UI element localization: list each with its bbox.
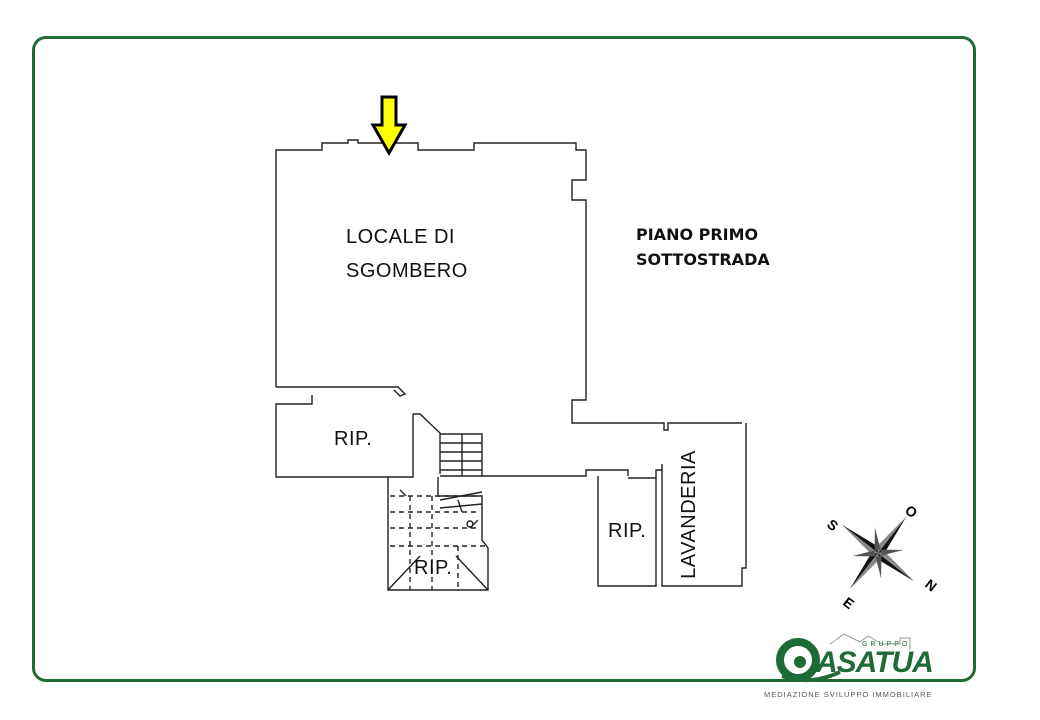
floor-title-line1: PIANO PRIMO [636, 225, 759, 244]
wall-corridor [413, 413, 441, 474]
locale-label-line2: SGOMBERO [346, 260, 468, 282]
compass-rose-icon: N S E O [824, 502, 940, 612]
page-frame [32, 36, 976, 682]
floor-title: PIANO PRIMO SOTTOSTRADA [636, 222, 770, 272]
compass-east: E [840, 594, 857, 612]
logo-mark-icon [776, 633, 911, 683]
compass-south: S [824, 516, 841, 534]
lavanderia-label: LAVANDERIA [677, 450, 700, 579]
logo-brand: ASATUA [816, 646, 934, 679]
locale-label-line1: LOCALE DI [346, 226, 455, 248]
wall-locale-bottom [276, 386, 407, 397]
logo-group: GRUPPO [862, 641, 911, 648]
floor-title-line2: SOTTOSTRADA [636, 250, 770, 269]
entrance-arrow-icon [370, 95, 408, 157]
wall-corridor-right [482, 469, 629, 477]
wall-lavanderia [661, 423, 747, 587]
rip-stair-label: RIP. [414, 557, 453, 579]
company-logo: GRUPPO ASATUA MEDIAZIONE SVILUPPO IMMOBI… [764, 628, 950, 703]
rip-left-label: RIP. [334, 428, 373, 450]
logo-tagline: MEDIAZIONE SVILUPPO IMMOBILIARE [764, 690, 933, 699]
stair-outline [440, 433, 483, 477]
compass-north: N [922, 576, 940, 595]
rip-right-label: RIP. [608, 520, 647, 542]
wall-rip-right [597, 476, 657, 587]
wall-locale-sgombero [275, 139, 742, 431]
wall-rip-left [275, 395, 414, 478]
